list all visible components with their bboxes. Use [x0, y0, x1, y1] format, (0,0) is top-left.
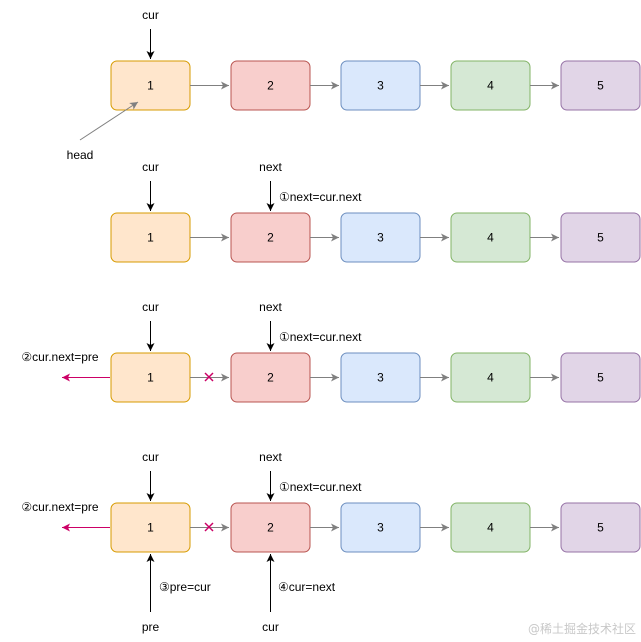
row-1: 1 2 3 4 5 cur head: [67, 8, 641, 162]
list-node-5: 5: [560, 352, 641, 403]
node-value: 1: [147, 521, 154, 535]
step4-annotation: ④cur=next: [278, 580, 336, 594]
pre-pointer-label: pre: [142, 620, 160, 634]
list-node-1: 1: [110, 502, 191, 553]
list-node-4: 4: [450, 212, 531, 263]
list-node-4: 4: [450, 60, 531, 111]
list-node-5: 5: [560, 60, 641, 111]
new-cur-pointer-label: cur: [262, 620, 279, 634]
watermark: @稀土掘金技术社区: [528, 621, 636, 636]
node-value: 1: [147, 79, 154, 93]
node-value: 1: [147, 371, 154, 385]
node-value: 4: [487, 231, 494, 245]
step3-annotation: ③pre=cur: [159, 580, 211, 594]
node-value: 4: [487, 521, 494, 535]
node-value: 2: [267, 371, 274, 385]
next-pointer-label: next: [259, 160, 282, 174]
list-node-4: 4: [450, 352, 531, 403]
cross-mark-icon: [204, 372, 214, 382]
node-value: 2: [267, 521, 274, 535]
list-node-3: 3: [340, 502, 421, 553]
row-4: 1 2 3 4 5 ②cur.next=pre cur next: [21, 450, 641, 634]
list-node-2: 2: [230, 352, 311, 403]
node-value: 5: [597, 371, 604, 385]
list-node-2: 2: [230, 212, 311, 263]
node-value: 5: [597, 231, 604, 245]
node-value: 1: [147, 231, 154, 245]
next-pointer-label: next: [259, 450, 282, 464]
next-pointer-label: next: [259, 300, 282, 314]
head-pointer-arrow: [79, 101, 139, 141]
cur-pointer-label: cur: [142, 160, 159, 174]
list-node-5: 5: [560, 212, 641, 263]
head-label: head: [67, 148, 94, 162]
list-node-3: 3: [340, 60, 421, 111]
list-node-4: 4: [450, 502, 531, 553]
cur-pointer-label: cur: [142, 8, 159, 22]
list-node-2: 2: [230, 502, 311, 553]
row-3: 1 2 3 4 5 ②cur.next=pre cur next: [21, 300, 641, 403]
cur-pointer-label: cur: [142, 300, 159, 314]
node-value: 4: [487, 371, 494, 385]
list-node-1: 1: [110, 212, 191, 263]
list-node-1: 1: [110, 352, 191, 403]
row-2: 1 2 3 4 5 cur next ①next=cur.next: [110, 160, 641, 263]
node-value: 3: [377, 371, 384, 385]
node-value: 2: [267, 231, 274, 245]
cur-pointer-label: cur: [142, 450, 159, 464]
list-node-2: 2: [230, 60, 311, 111]
step1-annotation: ①next=cur.next: [279, 480, 362, 494]
cross-mark-icon: [204, 522, 214, 532]
node-value: 5: [597, 79, 604, 93]
step1-annotation: ①next=cur.next: [279, 330, 362, 344]
node-value: 3: [377, 521, 384, 535]
node-value: 3: [377, 231, 384, 245]
list-node-3: 3: [340, 352, 421, 403]
node-value: 3: [377, 79, 384, 93]
list-node-5: 5: [560, 502, 641, 553]
node-value: 5: [597, 521, 604, 535]
step2-annotation: ②cur.next=pre: [21, 500, 98, 514]
step1-annotation: ①next=cur.next: [279, 190, 362, 204]
list-node-1: 1: [110, 60, 191, 111]
step2-annotation: ②cur.next=pre: [21, 350, 98, 364]
list-node-3: 3: [340, 212, 421, 263]
node-value: 4: [487, 79, 494, 93]
node-value: 2: [267, 79, 274, 93]
